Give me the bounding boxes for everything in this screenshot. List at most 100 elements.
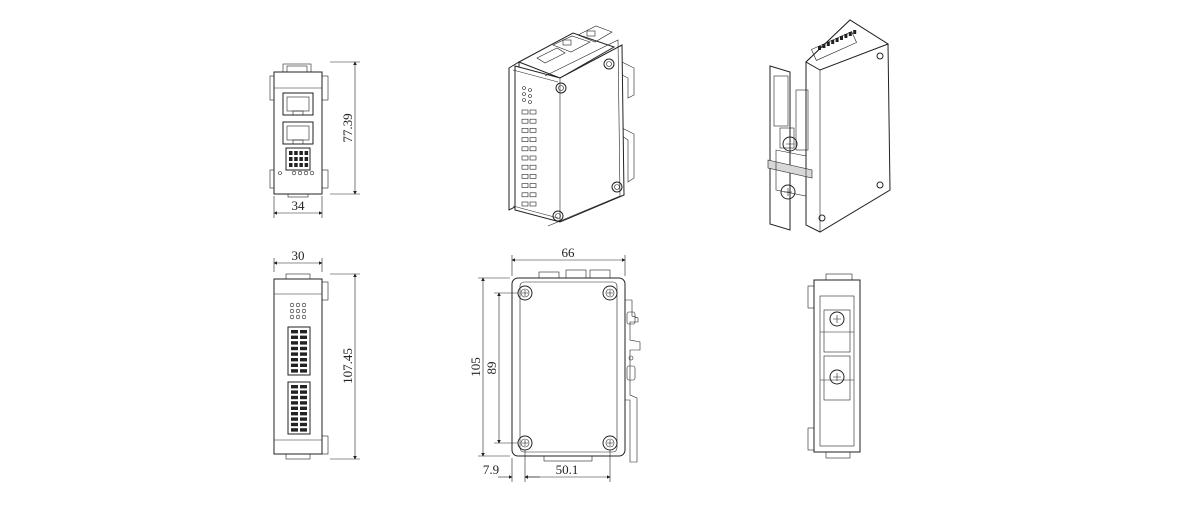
led-indicator <box>289 302 295 308</box>
terminal-pin <box>848 32 852 36</box>
rear-view <box>807 273 861 459</box>
terminal-pin <box>300 417 307 421</box>
side-width-label: 30 <box>292 248 305 263</box>
led-indicator <box>289 308 295 314</box>
terminal-pin <box>521 118 529 124</box>
terminal-pin <box>300 395 307 400</box>
terminal-pin <box>529 192 537 198</box>
terminal-pin <box>529 155 537 161</box>
side-view <box>273 273 329 460</box>
terminal-pin <box>291 358 298 362</box>
terminal-pin <box>294 151 298 155</box>
led-indicator <box>295 302 301 308</box>
terminal-pin <box>291 401 298 405</box>
screw-top-right <box>602 285 618 301</box>
terminal-pin <box>521 128 529 133</box>
led-indicator <box>301 308 307 314</box>
terminal-pin <box>291 417 298 421</box>
led-indicator <box>289 314 295 320</box>
terminal-pin <box>529 183 537 188</box>
terminal-pin <box>521 146 529 152</box>
terminal-pin <box>291 335 298 339</box>
terminal-pin <box>291 412 298 416</box>
side-dimensions: 30 107.45 <box>273 248 360 460</box>
terminal-pin <box>291 330 298 334</box>
terminal-pin <box>529 174 537 179</box>
led-indicator <box>295 308 301 314</box>
terminal-pin <box>300 358 307 362</box>
main-height-holes-label: 89 <box>484 362 499 375</box>
terminal-pin <box>521 137 529 142</box>
terminal-pin <box>294 157 298 161</box>
terminal-pin <box>818 46 821 50</box>
main-width-label: 66 <box>562 245 576 260</box>
terminal-pin <box>300 406 307 410</box>
terminal-pin <box>822 44 826 48</box>
terminal-pin <box>291 363 298 367</box>
front-view <box>269 63 329 198</box>
terminal-pin <box>304 157 309 161</box>
front-height-label: 77.39 <box>340 113 355 142</box>
terminal-pin <box>521 183 529 188</box>
terminal-pin <box>300 341 307 345</box>
main-dimensions: 66 105 89 7.9 50.1 <box>468 245 626 482</box>
terminal-pin <box>300 346 307 351</box>
terminal-pin <box>291 395 298 400</box>
isometric-front-view <box>508 25 635 227</box>
terminal-pin <box>300 401 307 405</box>
terminal-pin <box>289 157 293 161</box>
terminal-pin <box>521 164 529 170</box>
main-height-outer-label: 105 <box>468 357 483 377</box>
terminal-pin <box>294 163 298 167</box>
main-offset-left-label: 7.9 <box>483 462 499 477</box>
terminal-pin <box>291 406 298 410</box>
terminal-pin <box>299 151 303 155</box>
terminal-pin <box>529 146 537 152</box>
terminal-pin <box>291 385 298 389</box>
terminal-pin <box>840 36 843 40</box>
main-hole-spacing-label: 50.1 <box>556 462 579 477</box>
isometric-back-view <box>767 19 891 233</box>
terminal-pin <box>291 428 298 432</box>
terminal-pin <box>300 390 307 394</box>
terminal-pin <box>289 151 293 155</box>
terminal-pin <box>300 335 307 339</box>
terminal-pin <box>521 109 529 115</box>
terminal-pin <box>835 38 839 42</box>
front-dimensions: 77.39 34 <box>273 61 360 218</box>
terminal-pin <box>529 128 537 133</box>
terminal-pin <box>300 363 307 367</box>
led-indicator <box>301 314 307 320</box>
terminal-pin <box>300 385 307 389</box>
terminal-pin <box>521 155 529 161</box>
terminal-pin <box>300 422 307 427</box>
terminal-pin <box>844 34 848 38</box>
terminal-pin <box>304 151 309 155</box>
terminal-pin <box>826 42 830 46</box>
terminal-pin <box>291 352 298 356</box>
terminal-pin <box>289 163 293 167</box>
terminal-pin <box>529 109 537 115</box>
terminal-pin <box>300 330 307 334</box>
terminal-pin <box>291 341 298 345</box>
terminal-pin <box>831 40 835 44</box>
terminal-pin <box>291 369 298 373</box>
terminal-pin <box>299 157 303 161</box>
terminal-pin <box>291 346 298 351</box>
terminal-pin <box>300 352 307 356</box>
terminal-pin <box>291 422 298 427</box>
terminal-pin <box>299 163 303 167</box>
main-view <box>511 269 641 463</box>
terminal-pin <box>529 201 537 207</box>
terminal-pin <box>529 118 537 124</box>
terminal-pin <box>529 137 537 142</box>
terminal-pin <box>853 30 857 34</box>
front-width-label: 34 <box>292 198 306 213</box>
led-indicator <box>301 302 307 308</box>
terminal-pin <box>521 201 529 207</box>
terminal-pin <box>529 164 537 170</box>
side-height-label: 107.45 <box>340 348 355 384</box>
terminal-pin <box>521 192 529 198</box>
terminal-pin <box>300 369 307 373</box>
